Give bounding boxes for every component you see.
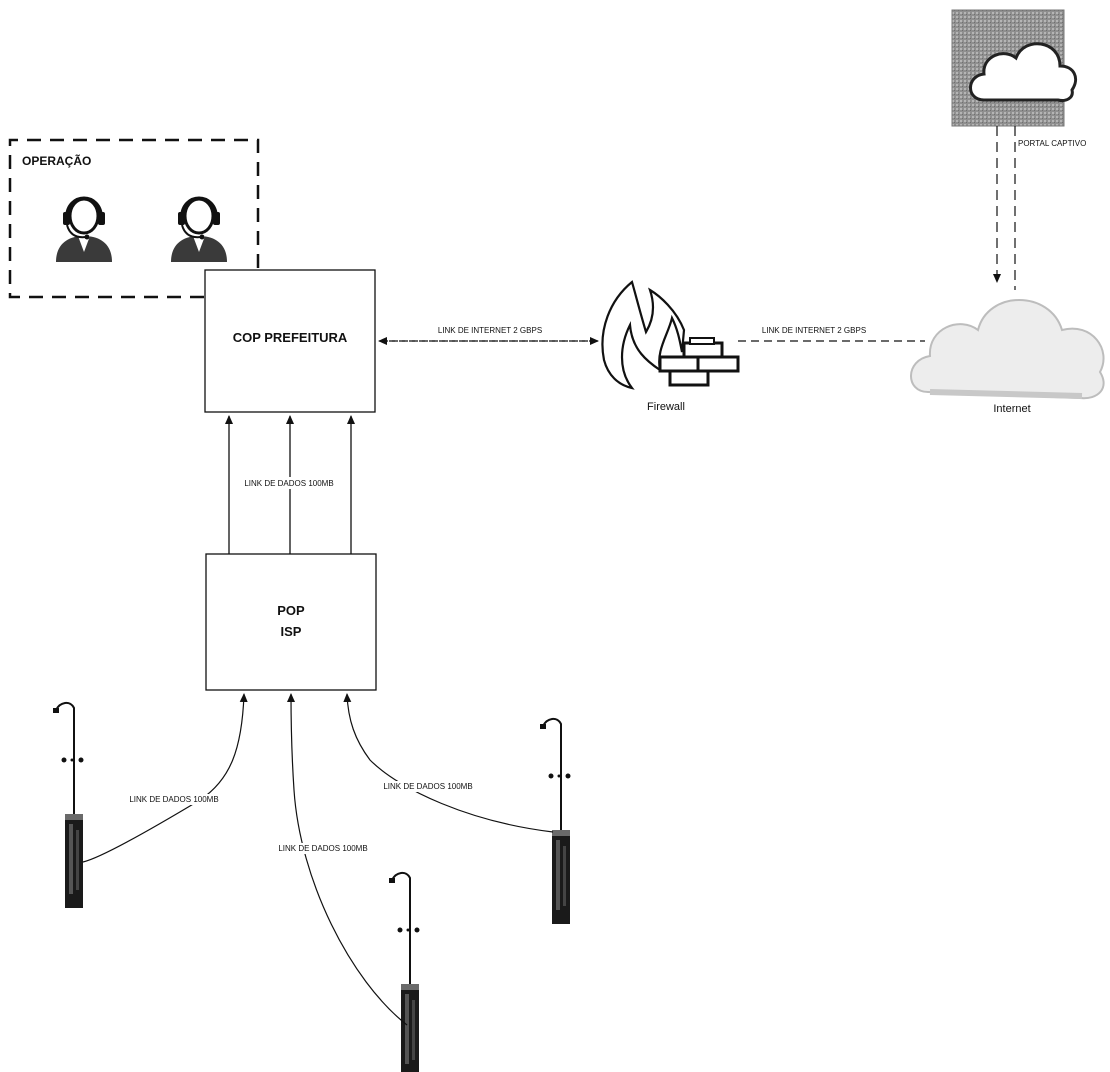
firewall-node[interactable]: Firewall bbox=[602, 282, 738, 413]
cop-prefeitura-label: COP PREFEITURA bbox=[233, 330, 348, 345]
pole-right-link: LINK DE DADOS 100MB bbox=[347, 694, 553, 832]
portal-internet-link bbox=[997, 126, 1015, 290]
cop-firewall-link: LINK DE INTERNET 2 GBPS bbox=[379, 325, 598, 341]
pop-isp-node[interactable]: POP ISP bbox=[206, 554, 376, 690]
cop-firewall-link-label: LINK DE INTERNET 2 GBPS bbox=[438, 326, 542, 335]
internet-cloud-icon bbox=[911, 300, 1104, 398]
pop-label: POP bbox=[277, 603, 305, 618]
pop-cop-links: LINK DE DADOS 100MB bbox=[229, 416, 351, 554]
firewall-internet-link: LINK DE INTERNET 2 GBPS bbox=[738, 325, 925, 341]
smart-pole-icon bbox=[540, 719, 571, 924]
pole-center-link-label: LINK DE DADOS 100MB bbox=[278, 844, 367, 853]
pole-left-link-label: LINK DE DADOS 100MB bbox=[129, 795, 218, 804]
smart-pole-icon bbox=[389, 873, 420, 1072]
pole-right-link-label: LINK DE DADOS 100MB bbox=[383, 782, 472, 791]
headset-operator-icon bbox=[171, 199, 227, 263]
operation-group-title: OPERAÇÃO bbox=[22, 153, 91, 168]
cop-prefeitura-node[interactable]: COP PREFEITURA bbox=[205, 270, 375, 412]
isp-label: ISP bbox=[281, 624, 302, 639]
pole-left-link: LINK DE DADOS 100MB bbox=[83, 694, 244, 862]
firewall-icon bbox=[602, 282, 738, 388]
portal-captivo-label: PORTAL CAPTIVO bbox=[1018, 139, 1086, 148]
pop-cop-link-label: LINK DE DADOS 100MB bbox=[244, 479, 333, 488]
pole-center-link: LINK DE DADOS 100MB bbox=[256, 694, 407, 1025]
portal-captivo-node[interactable]: PORTAL CAPTIVO bbox=[952, 10, 1086, 148]
smart-pole-icon bbox=[53, 703, 84, 908]
internet-node[interactable]: Internet bbox=[911, 300, 1104, 415]
internet-label: Internet bbox=[993, 403, 1030, 415]
firewall-internet-link-label: LINK DE INTERNET 2 GBPS bbox=[762, 326, 866, 335]
headset-operator-icon bbox=[56, 199, 112, 263]
firewall-label: Firewall bbox=[647, 401, 685, 413]
